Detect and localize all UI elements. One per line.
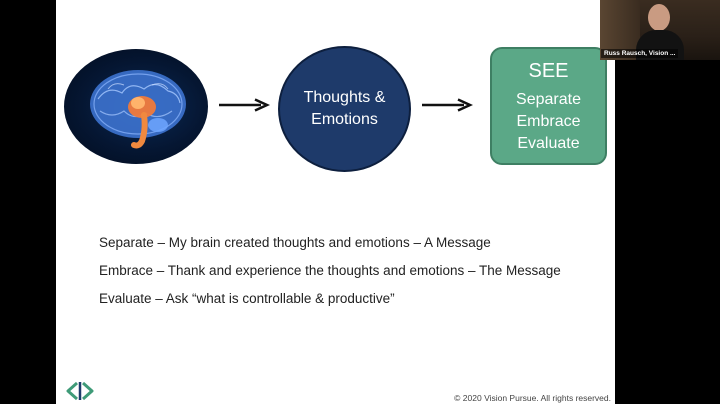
see-box: SEE Separate Embrace Evaluate [490, 47, 607, 165]
copyright-text: © 2020 Vision Pursue. All rights reserve… [454, 393, 611, 403]
see-title: SEE [528, 60, 569, 82]
participant-video-tile[interactable]: Russ Rausch, Vision ... [600, 0, 720, 60]
see-item: Separate [516, 91, 581, 108]
bullet-embrace: Embrace – Thank and experience the thoug… [99, 263, 561, 278]
bullet-separate: Separate – My brain created thoughts and… [99, 235, 491, 250]
participant-name-label: Russ Rausch, Vision ... [601, 49, 679, 58]
see-item: Evaluate [517, 135, 580, 152]
bullet-evaluate: Evaluate – Ask “what is controllable & p… [99, 291, 395, 306]
participant-head [648, 4, 670, 31]
vision-pursue-logo [66, 381, 94, 401]
presentation-slide: Thoughts & Emotions SEE Separate Embrace… [56, 0, 615, 404]
arrow-right-icon [219, 98, 271, 112]
brain-image [64, 49, 208, 164]
bullet-list: Separate – My brain created thoughts and… [99, 232, 599, 316]
circle-line-2: Emotions [311, 111, 378, 128]
see-item: Embrace [516, 113, 581, 130]
thoughts-emotions-circle: Thoughts & Emotions [278, 46, 411, 172]
arrow-right-icon [422, 98, 474, 112]
circle-line-1: Thoughts & [303, 89, 386, 106]
